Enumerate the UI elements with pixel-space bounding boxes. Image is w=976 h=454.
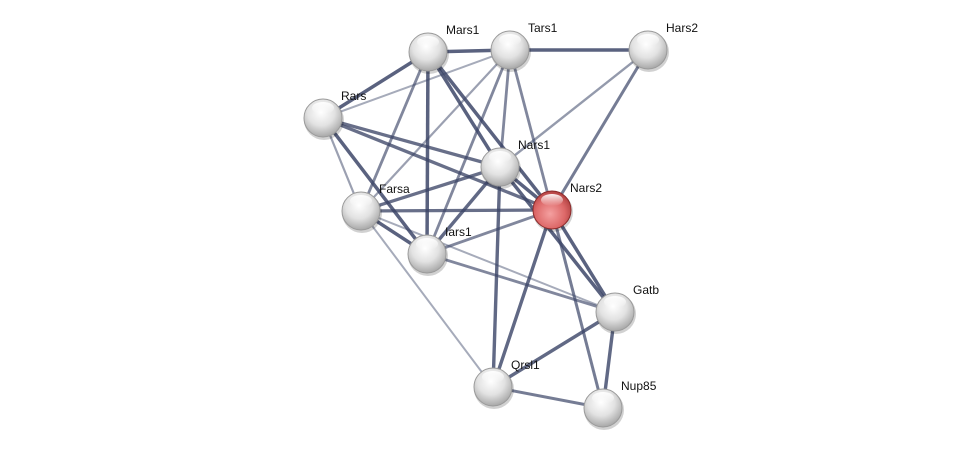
node-hars2[interactable]: Hars2: [628, 21, 698, 72]
node-highlight: [604, 296, 626, 308]
node-label: Rars: [341, 89, 366, 103]
node-rars[interactable]: Rars: [303, 89, 366, 140]
node-label: Nars1: [518, 138, 550, 152]
edge-tars1-farsa[interactable]: [360, 49, 511, 212]
node-label: Hars2: [666, 21, 698, 35]
edge-hars2-nars1[interactable]: [499, 49, 649, 168]
edge-mars1-nars1[interactable]: [426, 51, 502, 168]
node-highlight: [482, 371, 504, 383]
edge-layer: [321, 48, 650, 410]
node-nars2[interactable]: Nars2: [532, 181, 602, 232]
edge-iars1-gatb[interactable]: [426, 252, 616, 314]
edge-mars1-iars1[interactable]: [425, 51, 430, 255]
node-highlight: [350, 195, 372, 207]
node-nup85[interactable]: Nup85: [583, 379, 657, 430]
edge-hars2-nars2[interactable]: [550, 49, 650, 211]
edge-nars2-nup85[interactable]: [550, 209, 605, 409]
edge-rars-iars1[interactable]: [321, 116, 429, 256]
node-highlight: [416, 238, 438, 250]
edge-tars1-iars1[interactable]: [425, 49, 512, 255]
node-highlight: [312, 102, 334, 114]
node-qrsl1[interactable]: Qrsl1: [473, 358, 540, 409]
edge-nars1-gatb[interactable]: [498, 165, 617, 314]
node-tars1[interactable]: Tars1: [490, 21, 558, 72]
node-highlight: [489, 151, 511, 163]
node-farsa[interactable]: Farsa: [341, 182, 410, 233]
node-highlight: [499, 34, 521, 46]
node-label: Gatb: [633, 283, 659, 297]
edge-rars-nars2[interactable]: [322, 116, 553, 212]
node-iars1[interactable]: Iars1: [407, 225, 472, 276]
node-label: Qrsl1: [511, 358, 540, 372]
edge-nars2-qrsl1[interactable]: [491, 209, 554, 388]
edge-farsa-qrsl1[interactable]: [360, 210, 494, 388]
edge-mars1-rars[interactable]: [322, 50, 429, 120]
edge-tars1-nars1[interactable]: [498, 49, 512, 168]
edge-nars2-gatb[interactable]: [550, 209, 617, 313]
node-highlight: [417, 36, 439, 48]
edge-gatb-qrsl1[interactable]: [492, 310, 616, 389]
node-label: Iars1: [445, 225, 472, 239]
node-gatb[interactable]: Gatb: [595, 283, 659, 334]
node-label: Mars1: [446, 23, 480, 37]
node-label: Farsa: [379, 182, 410, 196]
edge-tars1-rars[interactable]: [322, 49, 511, 119]
node-label: Tars1: [528, 21, 558, 35]
edge-farsa-nars1[interactable]: [360, 165, 501, 213]
node-highlight: [637, 34, 659, 46]
node-label: Nars2: [570, 181, 602, 195]
edge-tars1-nars2[interactable]: [508, 49, 554, 211]
edge-nars1-qrsl1[interactable]: [491, 166, 502, 388]
edge-iars1-nars2[interactable]: [426, 208, 553, 256]
node-label: Nup85: [621, 379, 657, 393]
edge-mars1-nars2[interactable]: [426, 50, 554, 212]
node-highlight: [541, 194, 563, 206]
node-nars1[interactable]: Nars1: [480, 138, 550, 189]
node-mars1[interactable]: Mars1: [408, 23, 480, 74]
node-highlight: [592, 392, 614, 404]
edge-rars-nars1[interactable]: [322, 116, 501, 169]
edge-farsa-nars2[interactable]: [360, 208, 553, 213]
